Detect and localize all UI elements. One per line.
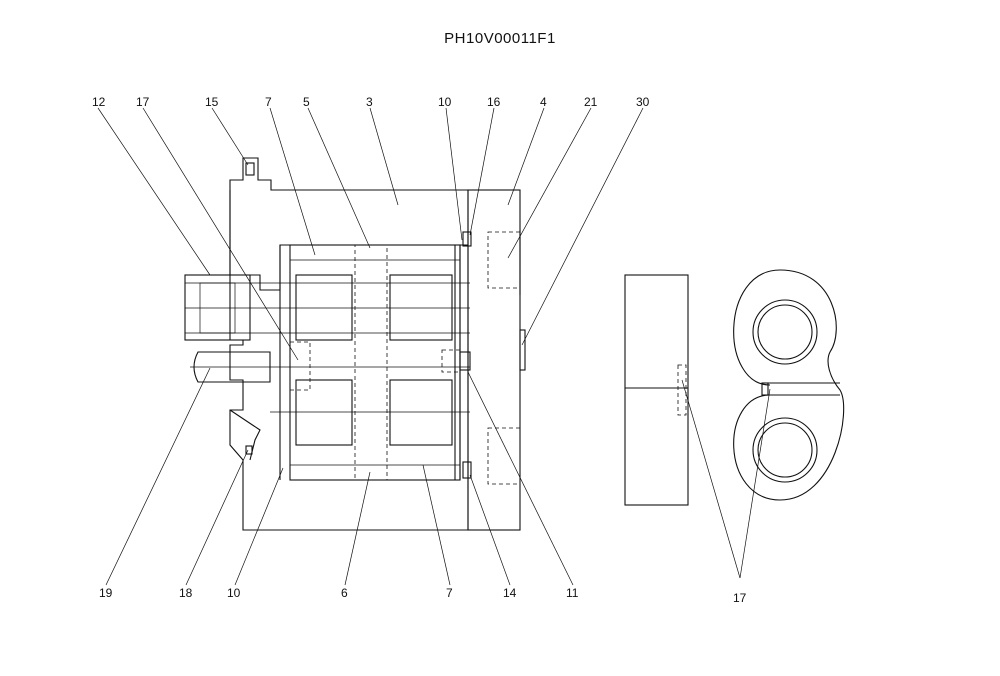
callout-3: 3 — [366, 95, 373, 109]
callout-10-bottom: 10 — [227, 586, 241, 600]
callout-17-top: 17 — [136, 95, 150, 109]
driven-shaft — [190, 351, 470, 413]
leader-lines — [97, 107, 771, 586]
callout-7-top: 7 — [265, 95, 272, 109]
callout-12: 12 — [92, 95, 106, 109]
callout-30: 30 — [636, 95, 650, 109]
callout-19: 19 — [99, 586, 113, 600]
rear-cover — [467, 189, 526, 531]
seal-front-view — [733, 269, 845, 501]
callout-5: 5 — [303, 95, 310, 109]
callout-17-right: 17 — [733, 591, 747, 605]
callout-16: 16 — [487, 95, 501, 109]
callout-11: 11 — [566, 586, 579, 600]
callout-21: 21 — [584, 95, 598, 109]
callout-15: 15 — [205, 95, 219, 109]
callout-4: 4 — [540, 95, 547, 109]
housing-outline — [229, 157, 469, 531]
callout-18: 18 — [179, 586, 193, 600]
small-parts — [245, 162, 521, 485]
callout-14: 14 — [503, 586, 517, 600]
gear-set — [279, 244, 461, 481]
seal-side-view — [624, 274, 689, 506]
callout-10-top: 10 — [438, 95, 452, 109]
callout-7-bottom: 7 — [446, 586, 453, 600]
callouts: 12 17 15 7 5 3 10 16 4 21 30 19 18 10 6 … — [92, 95, 747, 605]
drawing-title: PH10V00011F1 — [444, 30, 556, 47]
callout-6: 6 — [341, 586, 348, 600]
drive-shaft — [184, 274, 470, 341]
